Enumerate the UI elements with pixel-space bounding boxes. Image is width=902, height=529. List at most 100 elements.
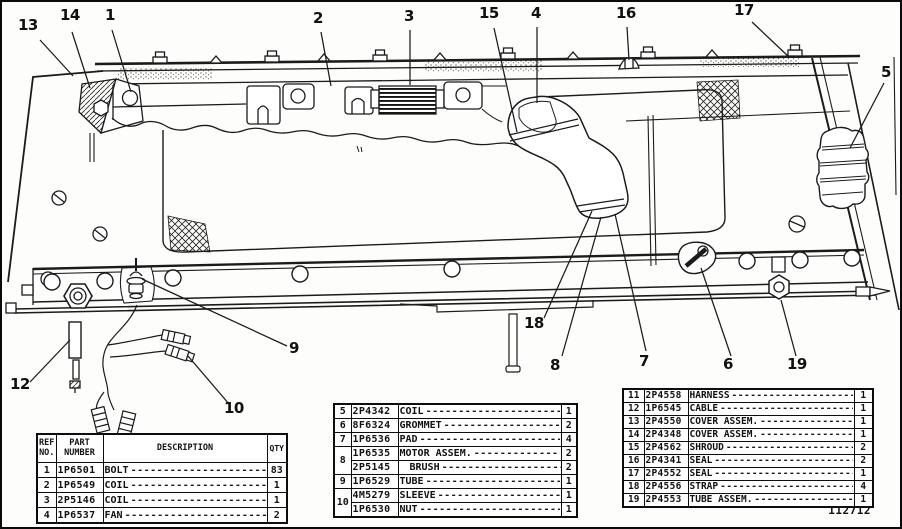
description-cell: CABLE — [687, 402, 855, 416]
part-number-cell: 2P4562 — [643, 441, 689, 455]
callout-8: 8 — [550, 356, 560, 374]
table-row: 41P6537FAN2 — [36, 507, 288, 524]
qty-cell: 2 — [853, 441, 874, 455]
ref-cell: 16 — [622, 454, 645, 468]
qty-cell: 2 — [853, 454, 874, 468]
torn-edge — [111, 117, 539, 149]
qty-cell: 1 — [853, 415, 874, 429]
ref-cell: 9 — [333, 474, 352, 489]
qty-cell: 1 — [853, 428, 874, 442]
qty-cell: 2 — [560, 418, 578, 433]
part-number-cell: 2P5146 — [55, 492, 104, 508]
parts-table-right: 112P4558HARNESS1 121P6545CABLE1 132P4550… — [622, 388, 874, 508]
description-cell: SLEEVE — [397, 488, 562, 503]
description-cell: GROMMET — [397, 418, 562, 433]
part-number-cell: 8F6324 — [350, 418, 399, 433]
table-row: 11P6501BOLT83 — [36, 462, 288, 478]
qty-cell: 2 — [560, 460, 578, 475]
part-number-cell: 2P4553 — [643, 493, 689, 508]
table-row: 182P4556STRAP4 — [622, 480, 874, 494]
leader-lines — [29, 21, 885, 405]
part-number-cell: 1P6535 — [350, 446, 399, 461]
ref-cell: 4 — [36, 507, 57, 524]
part-number-cell: 2P5145 — [350, 460, 399, 475]
description-cell: NUT — [397, 502, 562, 518]
part-number-cell: 2P4550 — [643, 415, 689, 429]
part-number-cell: 2P4558 — [643, 388, 689, 403]
callout-15: 15 — [479, 4, 499, 22]
callout-5: 5 — [881, 63, 891, 81]
part-number-cell: 1P6545 — [643, 402, 689, 416]
description-cell: SEAL — [687, 454, 855, 468]
description-cell: BOLT — [102, 462, 268, 478]
ref-cell: 14 — [622, 428, 645, 442]
center-tube — [505, 313, 521, 373]
bottom-rail — [5, 241, 891, 373]
table-row: 104M5279SLEEVE1 — [333, 488, 578, 518]
ref-cell: 12 — [622, 402, 645, 416]
qty-cell: 1 — [560, 502, 578, 518]
panel-screw — [788, 215, 806, 233]
qty-cell: 4 — [853, 480, 874, 494]
table-row: 91P6529TUBE1 — [333, 474, 578, 489]
qty-cell: 1 — [266, 477, 288, 493]
motor-strap — [508, 118, 580, 142]
rail-holes — [43, 249, 861, 291]
ref-cell: 5 — [333, 403, 352, 419]
callout-18: 18 — [524, 314, 544, 332]
drawing-number: 112712 — [828, 504, 871, 517]
qty-cell: 2 — [560, 446, 578, 461]
description-cell: SHROUD — [687, 441, 855, 455]
qty-cell: 2 — [266, 507, 288, 524]
part-number-cell: 1P6536 — [350, 432, 399, 447]
part-number-cell: 2P4552 — [643, 467, 689, 481]
wing-bolt-6 — [677, 241, 717, 275]
weld-clip — [316, 53, 332, 62]
ref-cell: 13 — [622, 415, 645, 429]
part-number-cell: 2P4342 — [350, 403, 399, 419]
table-row: 162P4341SEAL2 — [622, 454, 874, 468]
hex-fitting-large — [63, 283, 93, 309]
table-row: 1P6530NUT1 — [334, 502, 578, 518]
part-number-cell: 1P6537 — [55, 507, 104, 524]
description-cell: COVER ASSEM. — [687, 415, 855, 429]
mounting-bracket-left — [78, 78, 144, 162]
callout-4: 4 — [531, 4, 541, 22]
qty-cell: 1 — [853, 493, 874, 508]
callout-14: 14 — [60, 6, 80, 24]
table-row: 2P5145BRUSH2 — [334, 460, 578, 475]
connector-plug — [90, 405, 111, 434]
motor-strap — [576, 198, 626, 213]
table-row: 172P4552SEAL1 — [622, 467, 874, 481]
ref-cell: 17 — [622, 467, 645, 481]
table-row: 121P6545CABLE1 — [622, 402, 874, 416]
callout-2: 2 — [313, 9, 323, 27]
callout-12: 12 — [10, 375, 30, 393]
callout-10: 10 — [224, 399, 244, 417]
motor-assembly — [507, 95, 629, 219]
weld-clip — [432, 52, 448, 61]
part-number-cell: 2P4341 — [643, 454, 689, 468]
callout-13: 13 — [18, 16, 38, 34]
callout-7: 7 — [639, 352, 649, 370]
qty-cell: 1 — [560, 474, 578, 489]
qty-cell: 1 — [560, 403, 578, 419]
table-row: 71P6536PAD4 — [333, 432, 578, 447]
description-cell: MOTOR ASSEM. — [397, 446, 562, 461]
top-rail-bolts — [152, 44, 803, 70]
qty-cell: 4 — [560, 432, 578, 447]
part-number-cell: 1P6530 — [350, 502, 399, 518]
ref-cell: 19 — [622, 493, 645, 508]
description-cell: FAN — [102, 507, 268, 524]
parts-table-middle: 52P4342COIL1 68F6324GROMMET2 71P6536PAD4… — [333, 403, 578, 518]
table-row: 32P5146COIL1 — [36, 492, 288, 508]
table-row: 68F6324GROMMET2 — [333, 418, 578, 433]
part-number-cell: 2P4348 — [643, 428, 689, 442]
weld-clip — [565, 51, 581, 60]
description-header: DESCRIPTION — [102, 433, 268, 463]
part-number-cell: 1P6529 — [350, 474, 399, 489]
